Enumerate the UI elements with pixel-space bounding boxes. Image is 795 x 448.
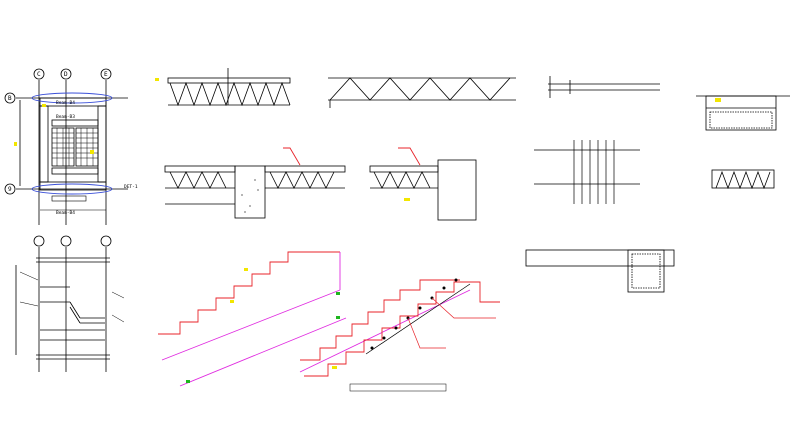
beam-label-top: Beam-B4 xyxy=(56,100,75,106)
triangular-truss xyxy=(328,77,516,108)
concrete-hatch-left xyxy=(241,179,259,213)
stair-flight-red-upper xyxy=(158,251,460,361)
grid-tag-9-left: 9 xyxy=(8,186,12,193)
rebar-grid xyxy=(534,140,640,204)
deck-truss-strip xyxy=(167,68,291,107)
stair-yellow-markers xyxy=(230,268,337,369)
red-leader-left xyxy=(283,147,301,166)
grid-tag-c-top: C xyxy=(37,71,41,78)
highlight-ovals xyxy=(31,92,113,195)
stair-flight-red-lower xyxy=(304,281,500,377)
grid-tag-b-left: B xyxy=(8,95,12,102)
beam-section-right xyxy=(711,169,775,190)
section-leaders xyxy=(19,271,125,323)
plan-bottom-labels xyxy=(40,195,106,211)
green-markers xyxy=(186,292,340,383)
stair-bottom-title-frame xyxy=(349,383,447,392)
joint-detail-right xyxy=(369,159,477,221)
joint-detail-left xyxy=(164,165,346,219)
beam-label-bottom: Beam-B4 xyxy=(56,210,75,216)
stair-rebar-line xyxy=(365,283,471,355)
stair-section-elevation xyxy=(15,235,112,372)
yellow-tag-2 xyxy=(404,198,410,201)
stair-red-leaders xyxy=(407,297,496,349)
yellow-markers xyxy=(14,78,159,154)
yellow-tag-1 xyxy=(715,98,721,102)
beam-column-elevation xyxy=(525,249,675,293)
grid-tag-d-top: D xyxy=(64,71,68,78)
stair-core-plan xyxy=(4,68,128,225)
slab-section-detail xyxy=(696,95,790,131)
stair-rebar-dots xyxy=(370,278,458,350)
stair-flight-magenta xyxy=(161,252,471,387)
det-tag: DET-1 xyxy=(124,184,138,190)
grid-tag-e-top: E xyxy=(104,71,108,78)
red-leader-right xyxy=(398,147,421,166)
slab-edge-detail xyxy=(548,76,660,98)
beam-label-mid: Beam-B3 xyxy=(56,114,75,120)
